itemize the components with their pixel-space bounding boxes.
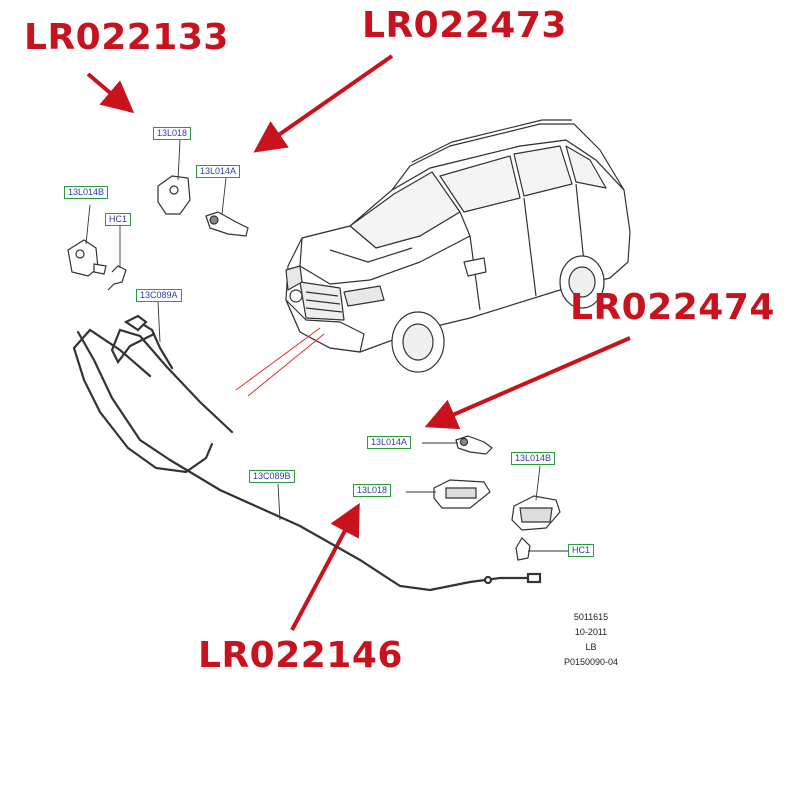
parts bbox=[67, 175, 561, 561]
arrow-lr022474 bbox=[424, 336, 631, 430]
tag-13l018-bottom: 13L018 bbox=[353, 484, 392, 497]
part-number-lr022474: LR022474 bbox=[570, 287, 775, 328]
tag-13c089b: 13C089B bbox=[249, 470, 295, 483]
tag-13l014b-right: 13L014B bbox=[511, 452, 556, 465]
tag-13l014b-left: 13L014B bbox=[64, 186, 109, 199]
clip-left-part bbox=[107, 265, 127, 291]
tag-hc1-right: HC1 bbox=[568, 544, 595, 557]
tag-13l018-top: 13L018 bbox=[153, 127, 192, 140]
callout-arrows bbox=[86, 54, 631, 631]
part-number-lr022146: LR022146 bbox=[198, 635, 403, 676]
tag-hc1-left: HC1 bbox=[105, 213, 132, 226]
arrow-lr022146 bbox=[290, 502, 360, 631]
clip-right-part bbox=[515, 537, 531, 561]
reference-code: LB bbox=[585, 642, 597, 652]
jet-cover-top-part bbox=[157, 175, 191, 215]
reference-number: 5011615 bbox=[573, 612, 609, 622]
tag-13l014a-right: 13L014A bbox=[367, 436, 412, 449]
location-lines bbox=[235, 327, 325, 397]
reference-illustration-id: P0150090-04 bbox=[563, 657, 619, 667]
reference-date: 10-2011 bbox=[574, 627, 608, 637]
arrow-lr022473 bbox=[253, 54, 394, 153]
part-number-lr022473: LR022473 bbox=[362, 5, 567, 46]
tag-13c089a: 13C089A bbox=[136, 289, 182, 302]
tag-13l014a-top: 13L014A bbox=[196, 165, 241, 178]
leader-lines bbox=[85, 139, 570, 552]
hoses bbox=[72, 314, 542, 592]
part-number-lr022133: LR022133 bbox=[24, 17, 229, 58]
arrow-lr022133 bbox=[86, 72, 135, 114]
car-illustration bbox=[285, 119, 631, 373]
